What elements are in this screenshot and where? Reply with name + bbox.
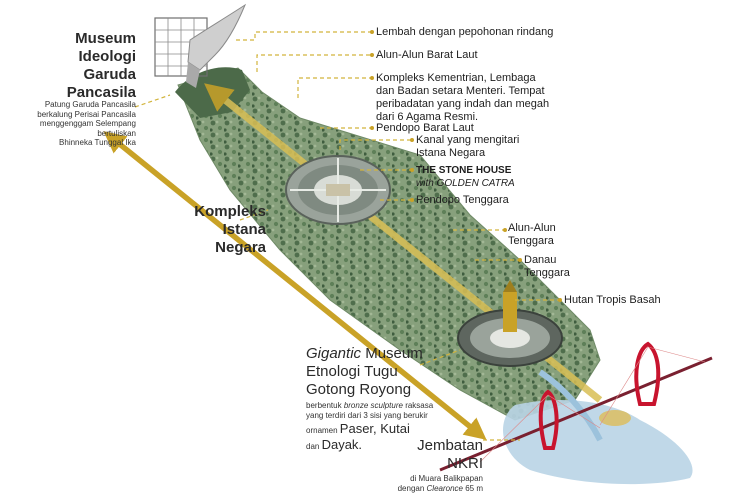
jembatan-bridge [439, 341, 713, 472]
leader-lines [134, 31, 560, 441]
estuary-water [503, 400, 693, 485]
river-channel [538, 369, 603, 442]
garuda-museum-building [154, 3, 247, 88]
museum-ideologi-title: Museum Ideologi Garuda Pancasila [66, 30, 136, 101]
jembatan-title: Jembatan NKRI [417, 437, 483, 472]
gigantic-museum-desc: berbentuk bronze sculpture raksasa yang … [306, 401, 434, 420]
istana-ring [285, 155, 391, 225]
museum-ideologi-desc: Patung Garuda Pancasila berkalung Perisa… [37, 100, 136, 147]
label-danau-tenggara: Danau Tenggara [524, 254, 570, 279]
gigantic-museum-ornamen: ornamen Paser, Kutai dan Dayak. [306, 421, 410, 452]
axis-arrow-left [103, 131, 487, 440]
label-alun-alun-barat-laut: Alun-Alun Barat Laut [376, 49, 478, 61]
label-stone-house: THE STONE HOUSE with GOLDEN CATRA [416, 165, 515, 189]
label-kanal: Kanal yang mengitari Istana Negara [416, 134, 520, 159]
label-pendopo-tenggara: Pendopo Tenggara [416, 194, 509, 206]
museum-tugu-ring [457, 280, 563, 367]
label-lembah: Lembah dengan pepohonan rindang [376, 26, 554, 38]
label-pendopo-barat-laut: Pendopo Barat Laut [376, 122, 474, 134]
danau-tenggara-shape [599, 410, 631, 426]
gigantic-museum-title: Gigantic Museum Etnologi Tugu Gotong Roy… [306, 345, 423, 398]
kompleks-istana-title: Kompleks Istana Negara [194, 203, 266, 256]
label-kompleks-kementrian: Kompleks Kementrian, Lembaga dan Badan s… [376, 72, 550, 123]
jembatan-desc: di Muara Balikpapan dengan Clearonce 65 … [397, 474, 483, 493]
label-hutan-tropis: Hutan Tropis Basah [564, 294, 661, 306]
label-alun-alun-tenggara: Alun-Alun Tenggara [508, 222, 556, 247]
leader-dots [370, 30, 562, 302]
